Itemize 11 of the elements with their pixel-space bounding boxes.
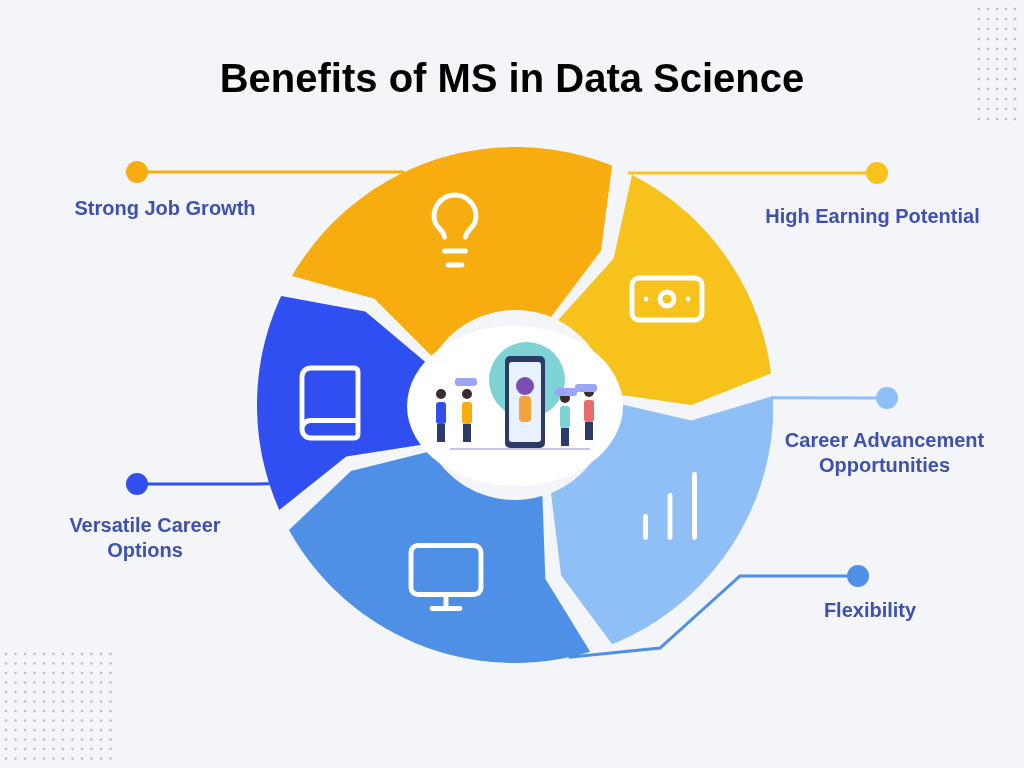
- benefit-label: Versatile Career Options: [68, 513, 222, 563]
- benefit-label: Flexibility: [822, 598, 918, 623]
- leader-line: [568, 565, 869, 659]
- leader-line: [126, 473, 270, 495]
- leader-line: [772, 387, 898, 409]
- title: Benefits of MS in Data Science: [218, 55, 806, 102]
- benefit-label: High Earning Potential: [764, 204, 981, 229]
- benefit-label: Strong Job Growth: [73, 196, 257, 221]
- benefit-label: Career Advancement Opportunities: [783, 428, 986, 478]
- leader-line: [628, 162, 888, 184]
- leader-line: [126, 161, 405, 183]
